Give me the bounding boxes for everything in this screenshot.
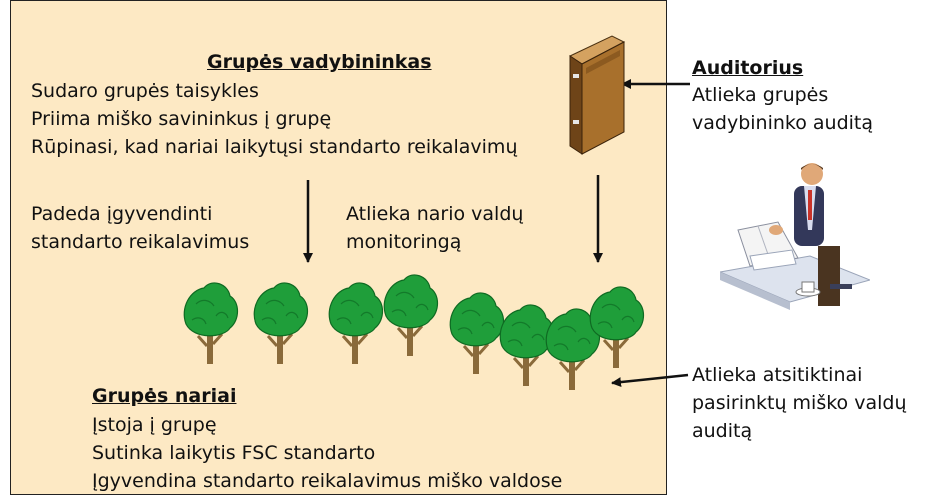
group-member-duty: Įstoja į grupę bbox=[92, 414, 217, 436]
auditor-heading: Auditorius bbox=[692, 57, 804, 79]
tree-icon bbox=[588, 285, 645, 370]
group-manager-duties: Sudaro grupės taisykles Priima miško sav… bbox=[31, 77, 518, 161]
monitoring-label: Atlieka nario valdų monitoringą bbox=[346, 200, 523, 256]
group-members-heading: Grupės nariai bbox=[92, 385, 237, 407]
group-panel bbox=[10, 0, 667, 495]
random-audit-line: Atlieka atsitiktinai bbox=[692, 364, 863, 386]
group-member-duty: Įgyvendina standarto reikalavimus miško … bbox=[92, 470, 563, 492]
auditor-duty: Atlieka grupės bbox=[692, 84, 829, 106]
tree-icon bbox=[182, 281, 239, 366]
tree-icon bbox=[498, 303, 555, 388]
group-manager-duty: Rūpinasi, kad nariai laikytųsi standarto… bbox=[31, 136, 518, 158]
tree-icon bbox=[448, 291, 505, 376]
tree-icon bbox=[252, 281, 309, 366]
tree-group bbox=[182, 273, 645, 392]
helps-line: standarto reikalavimus bbox=[31, 231, 250, 253]
auditor-figure-icon bbox=[720, 163, 870, 310]
auditor-duties: Atlieka grupės vadybininko auditą bbox=[692, 81, 873, 137]
binder-icon bbox=[568, 35, 626, 155]
auditor-duty: vadybininko auditą bbox=[692, 112, 874, 134]
helps-line: Padeda įgyvendinti bbox=[31, 203, 213, 225]
random-audit-label: Atlieka atsitiktinai pasirinktų miško va… bbox=[692, 361, 907, 445]
random-audit-line: auditą bbox=[692, 420, 753, 442]
tree-icon bbox=[327, 281, 384, 366]
group-manager-duty: Sudaro grupės taisykles bbox=[31, 80, 259, 102]
group-manager-duty: Priima miško savininkus į grupę bbox=[31, 108, 332, 130]
group-members-duties: Įstoja į grupę Sutinka laikytis FSC stan… bbox=[92, 411, 562, 495]
group-manager-heading: Grupės vadybininkas bbox=[207, 51, 432, 73]
group-member-duty: Sutinka laikytis FSC standarto bbox=[92, 442, 376, 464]
arrow-auditor-to-members bbox=[611, 373, 689, 388]
monitoring-line: monitoringą bbox=[346, 231, 462, 253]
tree-icon bbox=[382, 273, 439, 358]
random-audit-line: pasirinktų miško valdų bbox=[692, 392, 907, 414]
monitoring-line: Atlieka nario valdų bbox=[346, 203, 524, 225]
helps-implement-label: Padeda įgyvendinti standarto reikalavimu… bbox=[31, 200, 249, 256]
